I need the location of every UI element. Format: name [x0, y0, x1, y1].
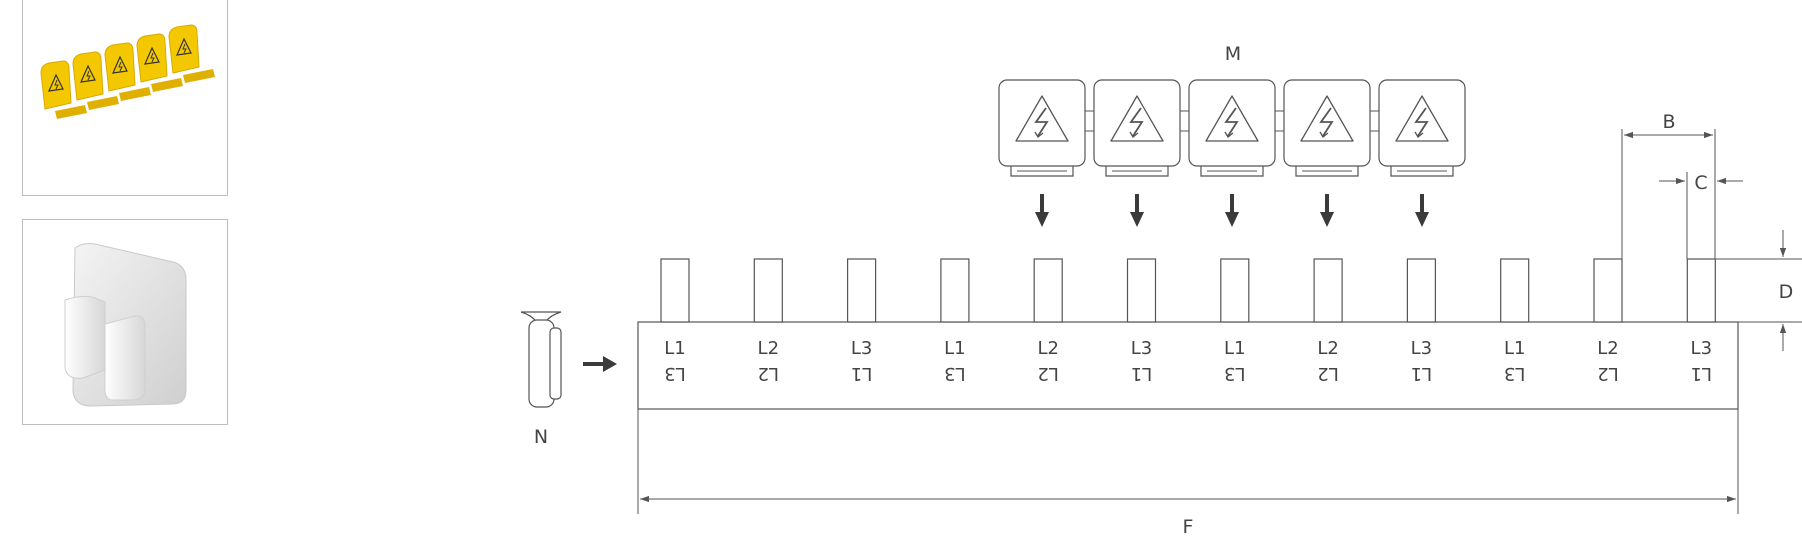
pin-body: [1500, 258, 1530, 323]
label-m: M: [1225, 43, 1241, 65]
phase-label-top: L1: [944, 338, 965, 359]
phase-label-top: L1: [664, 338, 685, 359]
module-connector: [1369, 110, 1380, 132]
module-cover: [1283, 79, 1380, 177]
yellow-cover-piece: [72, 51, 119, 110]
module-cover: [1093, 79, 1190, 177]
yellow-cover-piece: [168, 24, 215, 83]
pin-body: [846, 258, 877, 323]
pin-body: [1220, 258, 1250, 323]
phase-label-top: L3: [1411, 338, 1432, 359]
phase-label-top: L1: [1504, 338, 1525, 359]
module-foot: [1200, 166, 1264, 177]
yellow-cover-piece: [104, 42, 151, 101]
module-body: [1188, 79, 1276, 167]
label-b: B: [1662, 111, 1675, 133]
phase-label-top: L3: [1131, 338, 1152, 359]
module-body: [1093, 79, 1181, 167]
label-n: N: [534, 426, 548, 448]
module-body: [998, 79, 1086, 167]
pin-body: [1126, 258, 1157, 323]
pin-body: [753, 258, 783, 323]
phase-label-bottom: L2: [758, 363, 779, 384]
busbar-body: [637, 321, 1739, 410]
high-voltage-warning-icon: [1395, 95, 1449, 142]
phase-label-bottom: L2: [1597, 363, 1618, 384]
pin-body: [940, 258, 970, 323]
module-foot: [1105, 166, 1169, 177]
phase-label-top: L3: [851, 338, 872, 359]
module-foot: [1295, 166, 1359, 177]
module-body: [1378, 79, 1466, 167]
phase-label-bottom: L3: [664, 363, 685, 384]
module-foot: [1390, 166, 1454, 177]
phase-label-top: L2: [1037, 338, 1058, 359]
module-connector: [1274, 110, 1285, 132]
phase-label-top: L2: [1317, 338, 1338, 359]
phase-label-bottom: L3: [944, 363, 965, 384]
high-voltage-warning-icon: [1205, 95, 1259, 142]
module-connector: [1084, 110, 1095, 132]
thumbnail-end-cap[interactable]: [22, 219, 228, 425]
label-f: F: [1183, 516, 1194, 538]
yellow-covers-icon: [40, 24, 215, 119]
high-voltage-warning-icon: [1110, 95, 1164, 142]
insert-arrow-head: [603, 356, 617, 372]
module-cover: [1378, 79, 1466, 177]
module-foot: [1010, 166, 1074, 177]
pin-body: [660, 258, 690, 323]
label-d: D: [1779, 281, 1794, 303]
phase-label-bottom: L3: [1224, 363, 1245, 384]
pin-body: [1033, 258, 1063, 323]
module-cover: [998, 79, 1095, 177]
high-voltage-warning-icon: [1015, 95, 1069, 142]
pin-body: [1686, 258, 1716, 323]
phase-label-bottom: L3: [1504, 363, 1525, 384]
label-c: C: [1694, 172, 1707, 194]
insert-down-arrow: [1225, 194, 1239, 227]
pin-body: [1313, 258, 1343, 323]
phase-label-bottom: L2: [1317, 363, 1338, 384]
phase-label-bottom: L1: [1411, 363, 1432, 384]
neutral-end-piece: [520, 311, 562, 408]
pin-body: [1406, 258, 1437, 323]
insert-down-arrow: [1415, 194, 1429, 227]
phase-label-bottom: L1: [1131, 363, 1152, 384]
phase-label-top: L2: [1597, 338, 1618, 359]
pin-body: [1593, 258, 1623, 323]
phase-label-bottom: L1: [1691, 363, 1712, 384]
yellow-cover-piece: [40, 60, 87, 119]
phase-label-top: L3: [1691, 338, 1712, 359]
module-cover: [1188, 79, 1285, 177]
phase-label-bottom: L1: [851, 363, 872, 384]
insert-down-arrow: [1130, 194, 1144, 227]
module-connector: [1179, 110, 1190, 132]
end-cap-icon: [64, 243, 187, 407]
module-body: [1283, 79, 1371, 167]
insert-down-arrow: [1035, 194, 1049, 227]
thumbnail-yellow-covers[interactable]: [22, 0, 228, 196]
yellow-cover-piece: [136, 33, 183, 92]
high-voltage-warning-icon: [1300, 95, 1354, 142]
phase-label-top: L2: [758, 338, 779, 359]
phase-label-top: L1: [1224, 338, 1245, 359]
phase-label-bottom: L2: [1037, 363, 1058, 384]
insert-down-arrow: [1320, 194, 1334, 227]
